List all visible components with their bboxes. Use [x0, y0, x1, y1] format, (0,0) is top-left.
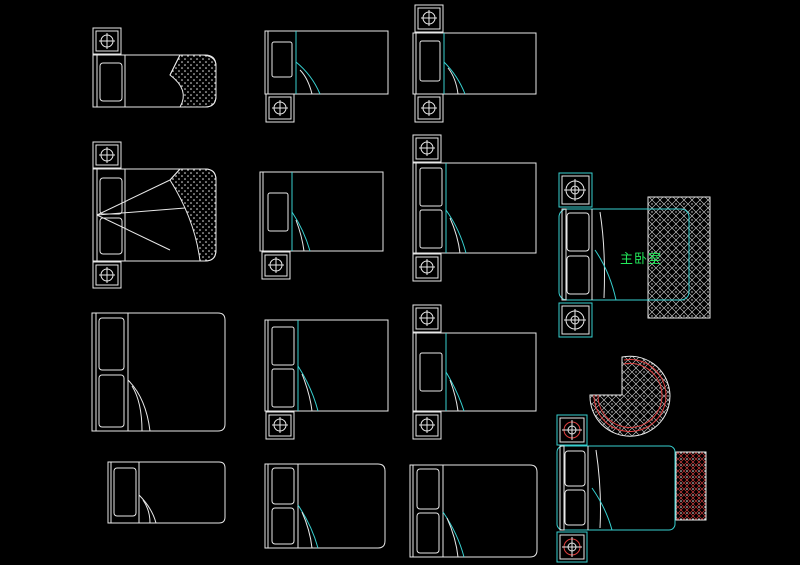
- nightstand-13a: [556, 414, 588, 446]
- bed-double-folded-4: [92, 141, 217, 289]
- bed-single-3: [412, 4, 537, 123]
- bed-single-2: [264, 30, 389, 123]
- bed-double-8: [264, 319, 389, 440]
- nightstand-13b: [556, 531, 588, 563]
- nightstand-2: [265, 93, 295, 123]
- bed-single-10: [107, 461, 226, 524]
- nightstand-master-a: [558, 172, 593, 208]
- bed-master: [558, 172, 711, 338]
- nightstand-9a: [412, 304, 442, 333]
- nightstand-master-b: [558, 302, 593, 338]
- bed-double-13: [556, 414, 707, 563]
- nightstand-6a: [412, 134, 442, 163]
- nightstand-8: [265, 411, 295, 440]
- nightstand-9b: [412, 411, 442, 440]
- rug-red: [675, 451, 707, 521]
- bed-single-folded-1: [92, 27, 217, 108]
- room-label: 主卧室: [620, 252, 663, 267]
- nightstand-4a: [92, 141, 122, 169]
- nightstand-5: [261, 251, 291, 280]
- nightstand-3a: [414, 4, 444, 33]
- rug-master: [647, 196, 711, 319]
- bed-double-12: [409, 464, 538, 558]
- nightstand-4b: [92, 261, 122, 289]
- bed-double-11: [264, 463, 386, 549]
- round-rug: [589, 355, 671, 437]
- bed-double-6: [412, 134, 537, 282]
- nightstand-6b: [412, 253, 442, 282]
- nightstand-1: [92, 27, 122, 55]
- nightstand-3b: [414, 93, 444, 123]
- bed-single-5: [259, 171, 384, 280]
- bed-single-9: [412, 304, 537, 440]
- bed-double-7: [91, 312, 226, 432]
